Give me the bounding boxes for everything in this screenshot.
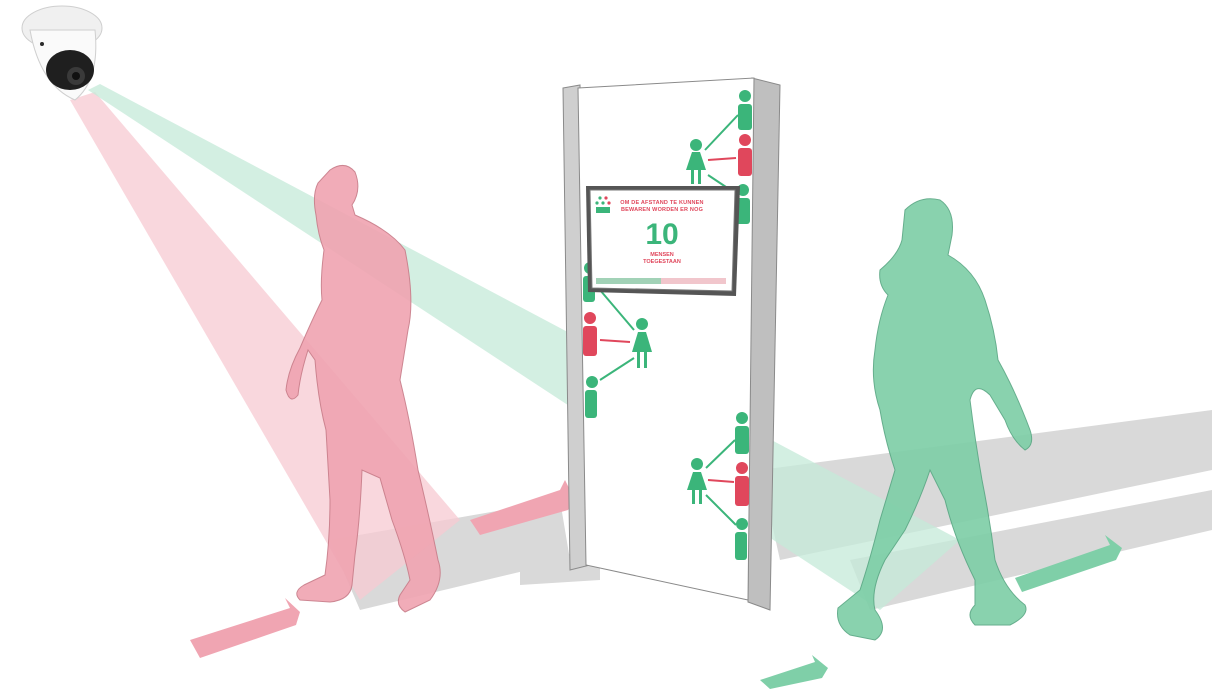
person-icon (735, 518, 748, 560)
green-arrow-bottom (760, 655, 828, 689)
person-icon (735, 412, 749, 454)
person-icon (738, 134, 752, 176)
person-icon (738, 90, 752, 130)
stand-panel (578, 78, 754, 600)
screen-message: OM DE AFSTAND TE KUNNEN BEWAREN WORDEN E… (594, 200, 730, 214)
screen-message-block: OM DE AFSTAND TE KUNNEN BEWAREN WORDEN E… (594, 200, 730, 266)
person-icon (585, 376, 598, 418)
camera-icon (22, 6, 102, 100)
screen-bottom-icons (596, 278, 726, 284)
red-arrow-front (190, 598, 300, 658)
display-stand (563, 78, 780, 610)
person-icon (735, 462, 749, 506)
person-icon (583, 312, 597, 356)
screen-suffix: MENSEN TOEGESTAAN (594, 252, 730, 266)
people-count: 10 (594, 220, 730, 250)
